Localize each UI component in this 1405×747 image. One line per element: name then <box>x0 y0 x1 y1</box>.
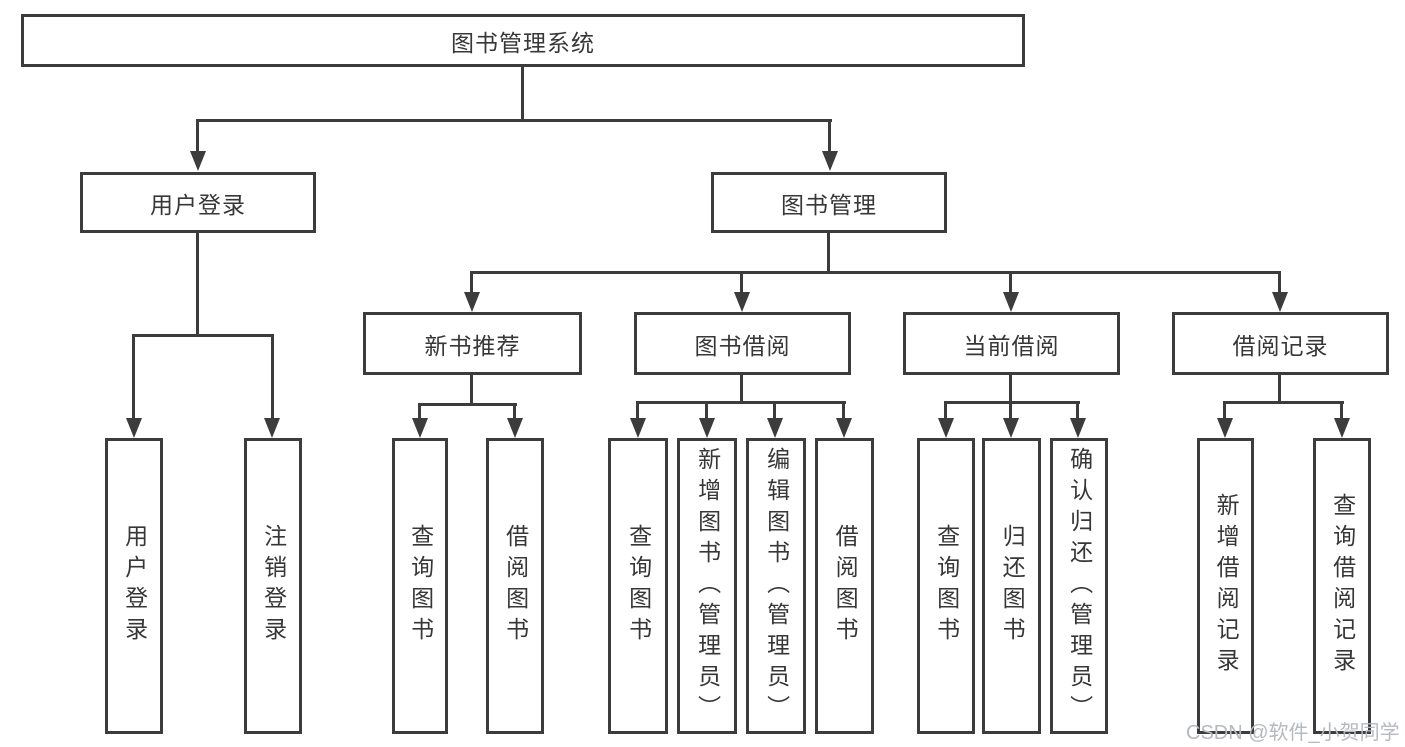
arrowhead-bb-query <box>630 418 646 438</box>
leaf-borrow-books-borrow: 借阅图书 <box>815 438 874 734</box>
leaf-borrow-books-recommend: 借阅图书 <box>486 438 544 734</box>
leaf-label: 借阅图书 <box>502 524 529 648</box>
connector-drop-borrow-records <box>1278 271 1281 295</box>
connector-new-book-hline <box>418 403 517 406</box>
node-label: 借阅记录 <box>1232 332 1329 359</box>
connector-drop-leaf-logout <box>271 334 274 420</box>
connector-drop-nb-query <box>418 403 421 421</box>
connector-root-hline <box>196 119 832 122</box>
leaf-query-borrow-record: 查询借阅记录 <box>1313 438 1371 734</box>
connector-drop-book-borrow <box>740 271 743 295</box>
node-book-borrow: 图书借阅 <box>634 312 851 375</box>
leaf-label: 编辑图书（管理员） <box>763 446 790 726</box>
leaf-return-book: 归还图书 <box>982 438 1041 734</box>
leaf-label: 查询图书 <box>933 524 960 648</box>
leaf-label: 借阅图书 <box>832 524 859 648</box>
arrowhead-leaf-user-login <box>126 418 142 438</box>
arrowhead-br-add <box>1217 418 1233 438</box>
connector-drop-br-add <box>1223 401 1226 421</box>
leaf-label: 查询图书 <box>407 524 434 648</box>
connector-drop-current-borrow <box>1009 271 1012 295</box>
node-borrow-records: 借阅记录 <box>1172 312 1389 375</box>
leaf-confirm-return-admin: 确认归还（管理员） <box>1050 438 1108 734</box>
arrowhead-nb-query <box>412 418 428 438</box>
arrowhead-bb-borrow <box>836 418 852 438</box>
connector-drop-cb-query <box>944 401 947 421</box>
arrowhead-new-book <box>464 292 480 312</box>
node-library-management-system: 图书管理系统 <box>21 14 1025 67</box>
connector-drop-nb-borrow <box>513 403 516 421</box>
node-label: 图书管理系统 <box>451 29 595 56</box>
connector-drop-cb-confirm <box>1076 401 1079 421</box>
connector-borrow-records-hline <box>1223 401 1344 404</box>
connector-drop-bb-edit <box>773 401 776 421</box>
leaf-label: 归还图书 <box>999 524 1026 648</box>
connector-drop-br-query <box>1340 401 1343 421</box>
connector-new-book-stem <box>470 373 473 406</box>
node-label: 图书管理 <box>781 191 877 218</box>
leaf-add-book-admin: 新增图书（管理员） <box>677 438 737 734</box>
node-current-borrow: 当前借阅 <box>903 312 1120 375</box>
connector-drop-bb-add <box>705 401 708 421</box>
leaf-label: 查询图书 <box>625 524 652 648</box>
arrowhead-borrow-records <box>1272 292 1288 312</box>
connector-book-management-hline <box>470 271 1281 274</box>
leaf-label: 注销登录 <box>260 524 287 648</box>
node-user-login: 用户登录 <box>80 172 316 233</box>
leaf-label: 新增借阅记录 <box>1213 493 1240 679</box>
arrowhead-user-login <box>190 151 206 171</box>
connector-current-borrow-stem <box>1009 373 1012 404</box>
leaf-label: 新增图书（管理员） <box>694 446 721 726</box>
node-label: 当前借阅 <box>963 332 1060 359</box>
connector-drop-user-login <box>196 119 199 155</box>
node-new-book-recommend: 新书推荐 <box>363 312 582 375</box>
arrowhead-cb-query <box>938 418 954 438</box>
arrowhead-cb-confirm <box>1070 418 1086 438</box>
arrowhead-cb-return <box>1003 418 1019 438</box>
leaf-edit-book-admin: 编辑图书（管理员） <box>746 438 806 734</box>
connector-user-login-hline <box>132 334 274 337</box>
leaf-query-books-current: 查询图书 <box>917 438 975 734</box>
arrowhead-leaf-logout <box>264 418 280 438</box>
connector-user-login-stem <box>196 232 199 336</box>
connector-drop-cb-return <box>1009 401 1012 421</box>
node-label: 图书借阅 <box>694 332 791 359</box>
leaf-query-books-recommend: 查询图书 <box>392 438 448 734</box>
connector-borrow-records-stem <box>1278 373 1281 404</box>
arrowhead-book-management <box>822 151 838 171</box>
arrowhead-current-borrow <box>1003 292 1019 312</box>
connector-book-management-stem <box>827 232 830 273</box>
leaf-user-login: 用户登录 <box>105 438 163 734</box>
leaf-label: 确认归还（管理员） <box>1066 446 1093 726</box>
connector-drop-book-management <box>828 119 831 155</box>
node-book-management: 图书管理 <box>711 172 947 233</box>
connector-drop-new-book <box>470 271 473 295</box>
leaf-label: 用户登录 <box>121 524 148 648</box>
arrowhead-br-query <box>1334 418 1350 438</box>
connector-book-borrow-hline <box>636 401 846 404</box>
leaf-query-books-borrow: 查询图书 <box>608 438 668 734</box>
leaf-add-borrow-record: 新增借阅记录 <box>1197 438 1254 734</box>
node-label: 用户登录 <box>150 191 246 218</box>
node-label: 新书推荐 <box>424 332 521 359</box>
leaf-label: 查询借阅记录 <box>1329 493 1356 679</box>
connector-root-stem <box>521 66 524 121</box>
arrowhead-bb-add <box>699 418 715 438</box>
connector-book-borrow-stem <box>740 373 743 404</box>
connector-drop-leaf-user-login <box>132 334 135 420</box>
connector-current-borrow-hline <box>944 401 1080 404</box>
connector-drop-bb-query <box>636 401 639 421</box>
connector-drop-bb-borrow <box>842 401 845 421</box>
arrowhead-nb-borrow <box>507 418 523 438</box>
csdn-watermark: CSDN @软件_小贺同学 <box>1186 722 1400 744</box>
leaf-logout: 注销登录 <box>244 438 302 734</box>
arrowhead-bb-edit <box>767 418 783 438</box>
arrowhead-book-borrow <box>734 292 750 312</box>
